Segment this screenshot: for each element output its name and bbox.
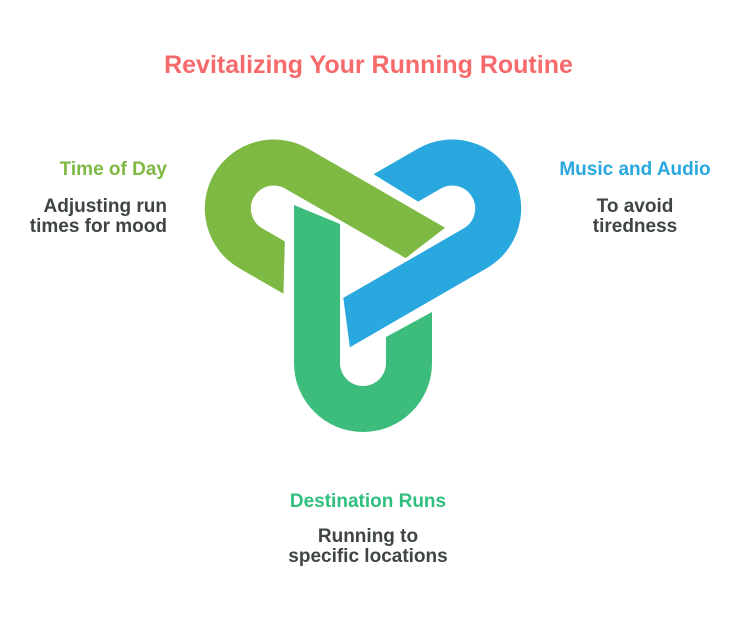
knot-strand-green (294, 205, 432, 432)
section-body-line: specific locations (288, 546, 448, 567)
section-music-and-audio: Music and Audio To avoid tiredness (525, 160, 745, 237)
section-time-of-day: Time of Day Adjusting run times for mood (0, 160, 167, 237)
section-body-line: times for mood (29, 216, 167, 237)
section-body-line: Running to (317, 526, 419, 547)
section-heading-time-of-day: Time of Day (59, 159, 167, 180)
section-body-line: tiredness (592, 216, 678, 237)
section-body-music-and-audio: To avoid tiredness (525, 197, 745, 237)
knot-strand-blue (343, 139, 522, 348)
page-title: Revitalizing Your Running Routine (164, 51, 573, 79)
section-heading-destination-runs: Destination Runs (289, 491, 447, 512)
section-body-line: Adjusting run (43, 196, 167, 217)
section-body-destination-runs: Running to specific locations (238, 527, 498, 567)
section-body-line: To avoid (596, 196, 674, 217)
section-heading-music-and-audio: Music and Audio (559, 159, 711, 180)
section-destination-runs: Destination Runs Running to specific loc… (238, 492, 498, 567)
knot-strand-lime (204, 139, 446, 294)
section-body-time-of-day: Adjusting run times for mood (0, 197, 167, 237)
running-routine-knot-logo (204, 139, 522, 432)
